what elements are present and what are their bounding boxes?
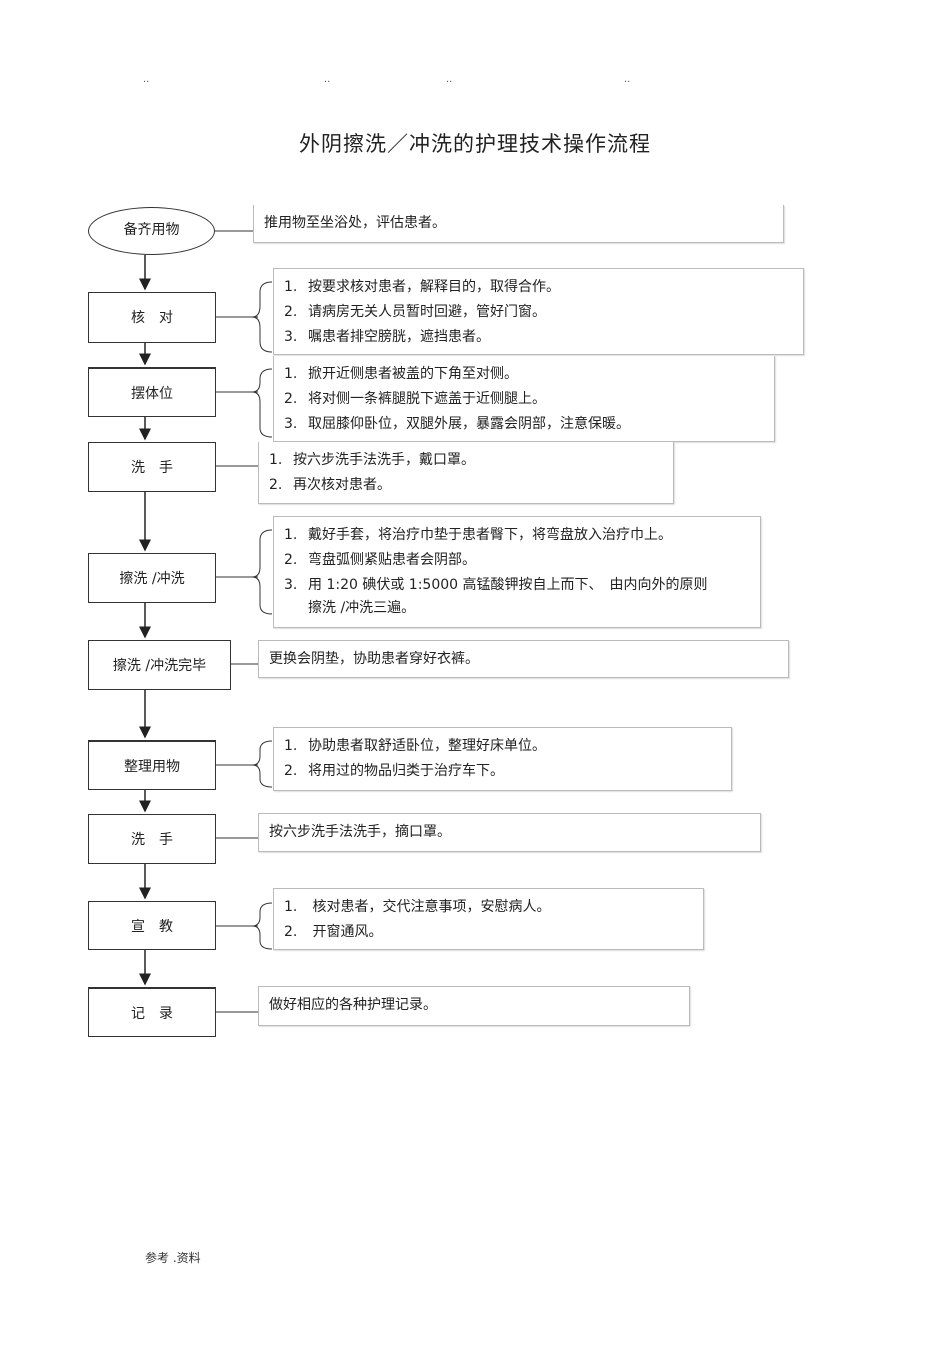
page-title: 外阴擦洗／冲洗的护理技术操作流程 [299,132,651,156]
item-number: 3. [284,577,298,593]
note-text: 嘱患者排空膀胱，遮挡患者。 [308,329,490,345]
note-text: 做好相应的各种护理记录。 [269,997,437,1013]
step-label: 记 录 [131,1006,173,1022]
step-label: 摆体位 [131,386,173,402]
item-number: 3. [284,329,298,345]
step-prepare-supplies: 备齐用物 [88,207,215,255]
note-text: 取屈膝仰卧位，双腿外展，暴露会阴部，注意保暖。 [308,416,630,432]
note-box-position: 1. 掀开近侧患者被盖的下角至对侧。 2. 将对侧一条裤腿脱下遮盖于近侧腿上。 3.… [273,356,775,442]
note-text: 按要求核对患者，解释目的，取得合作。 [308,279,560,295]
item-number: 3. [284,416,298,432]
step-label: 整理用物 [124,759,180,775]
note-text: 戴好手套，将治疗巾垫于患者臀下，将弯盘放入治疗巾上。 [308,527,672,543]
item-number: 2. [269,477,283,493]
step-wash-hands-2: 洗 手 [88,814,216,864]
note-text: 用 1:20 碘伏或 1:5000 高锰酸钾按自上而下、 由内向外的原则 [308,577,708,593]
step-verify: 核 对 [88,292,216,343]
item-number: 2. [284,552,298,568]
step-label: 宣 教 [131,919,173,935]
item-number: 2. [284,304,298,320]
note-text: 将对侧一条裤腿脱下遮盖于近侧腿上。 [308,391,546,407]
note-text: 更换会阴垫，协助患者穿好衣裤。 [269,651,479,667]
step-tidy-supplies: 整理用物 [88,740,216,790]
note-box-scrub-complete: 更换会阴垫，协助患者穿好衣裤。 [258,640,789,678]
step-label: 核 对 [131,310,173,326]
note-box-education: 1. 核对患者，交代注意事项，安慰病人。 2. 开窗通风。 [273,888,704,950]
item-number: 1. [284,366,298,382]
note-box-tidy: 1. 协助患者取舒适卧位，整理好床单位。 2. 将用过的物品归类于治疗车下。 [273,727,732,791]
item-number: 1. [284,279,298,295]
step-label: 擦洗 /冲洗完毕 [112,658,207,674]
step-label: 洗 手 [131,460,173,476]
note-text: 将用过的物品归类于治疗车下。 [308,763,504,779]
note-text: 弯盘弧侧紧贴患者会阴部。 [308,552,476,568]
note-box-prepare: 推用物至坐浴处，评估患者。 [253,205,784,243]
header-dot: .. [143,74,150,85]
footer-text: 参考 .资料 [145,1251,201,1265]
note-text: 掀开近侧患者被盖的下角至对侧。 [308,366,518,382]
item-number: 2. [284,763,298,779]
item-number: 1. [284,738,298,754]
step-scrub-rinse: 擦洗 /冲洗 [88,553,216,603]
step-label: 洗 手 [131,832,173,848]
item-number: 2. [284,924,298,940]
header-dot: .. [624,74,631,85]
note-text: 核对患者，交代注意事项，安慰病人。 [308,899,551,915]
note-text: 按六步洗手法洗手，摘口罩。 [269,824,451,840]
item-number: 2. [284,391,298,407]
item-number: 1. [269,452,283,468]
note-text: 开窗通风。 [308,924,383,940]
note-text: 按六步洗手法洗手，戴口罩。 [293,452,475,468]
step-education: 宣 教 [88,901,216,950]
item-number: 1. [284,527,298,543]
note-text-continued: 擦洗 /冲洗三遍。 [308,600,416,616]
step-record: 记 录 [88,987,216,1037]
note-text: 请病房无关人员暂时回避，管好门窗。 [308,304,546,320]
note-box-record: 做好相应的各种护理记录。 [258,986,690,1026]
step-scrub-complete: 擦洗 /冲洗完毕 [88,640,231,690]
step-wash-hands: 洗 手 [88,442,216,492]
step-position: 摆体位 [88,367,216,417]
note-box-verify: 1. 按要求核对患者，解释目的，取得合作。 2. 请病房无关人员暂时回避，管好门窗。… [273,268,804,355]
header-dot: .. [446,74,453,85]
note-text: 推用物至坐浴处，评估患者。 [264,215,446,231]
note-box-scrub-rinse: 1. 戴好手套，将治疗巾垫于患者臀下，将弯盘放入治疗巾上。 2. 弯盘弧侧紧贴患者会… [273,516,761,628]
step-label: 擦洗 /冲洗 [119,571,185,587]
note-text: 协助患者取舒适卧位，整理好床单位。 [308,738,546,754]
item-number: 1. [284,899,298,915]
note-box-wash-hands: 1. 按六步洗手法洗手，戴口罩。 2. 再次核对患者。 [258,442,674,504]
note-text: 再次核对患者。 [293,477,391,493]
header-dot: .. [324,74,331,85]
note-box-wash-hands-2: 按六步洗手法洗手，摘口罩。 [258,813,761,852]
